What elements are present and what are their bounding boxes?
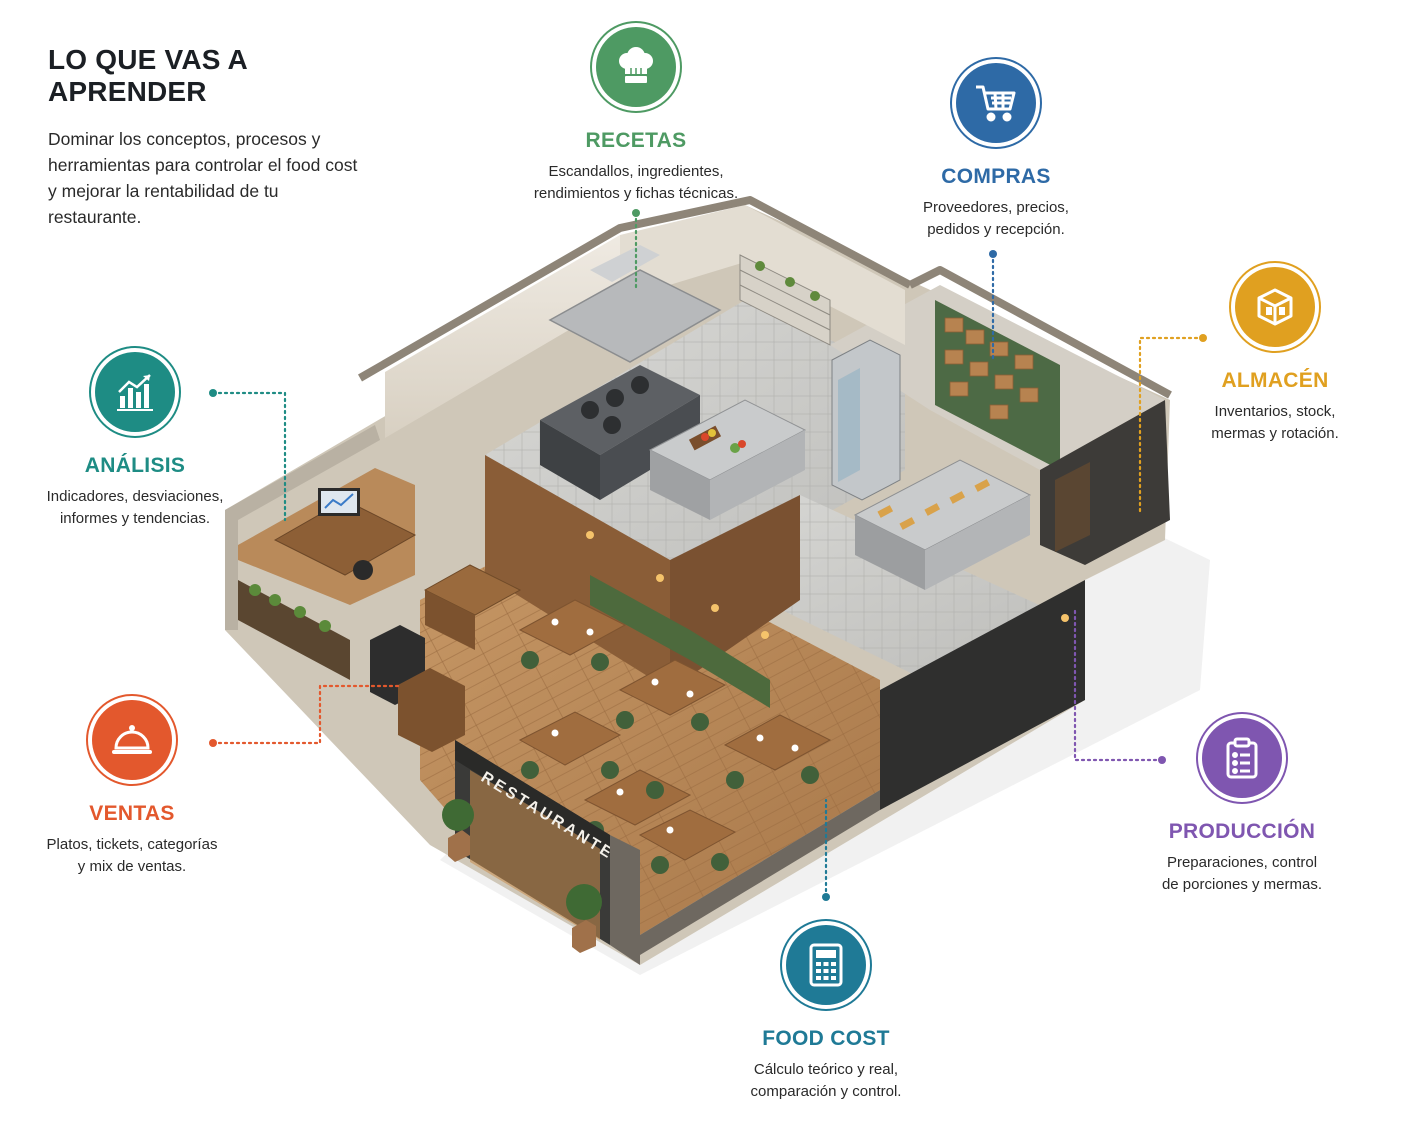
clipboard-icon bbox=[1202, 718, 1282, 798]
topic-title: ALMACÉN bbox=[1221, 369, 1329, 392]
banquette bbox=[590, 575, 690, 660]
topic-title: FOOD COST bbox=[762, 1027, 890, 1050]
page-title: LO QUE VAS A APRENDER bbox=[48, 44, 247, 107]
stove bbox=[540, 365, 700, 455]
kitchen-back-wall-left bbox=[385, 235, 620, 438]
chart-icon bbox=[95, 352, 175, 432]
box-icon bbox=[1235, 267, 1315, 347]
topic-analisis: ANÁLISIS Indicadores, desviaciones, info… bbox=[25, 352, 245, 530]
topic-recetas: RECETAS Escandallos, ingredientes, rendi… bbox=[516, 27, 756, 205]
dining-tables bbox=[518, 599, 832, 861]
dining-back-wall bbox=[485, 455, 670, 690]
topic-desc: Preparaciones, control de porciones y me… bbox=[1161, 854, 1323, 893]
shopping-cart-icon bbox=[956, 63, 1036, 143]
topic-desc: Proveedores, precios, pedidos y recepció… bbox=[923, 199, 1069, 238]
topic-desc: Platos, tickets, categorías y mix de ven… bbox=[46, 836, 218, 875]
topic-desc: Indicadores, desviaciones, informes y te… bbox=[46, 488, 224, 527]
topic-title: ANÁLISIS bbox=[84, 454, 186, 477]
storage-door bbox=[1055, 462, 1090, 552]
topic-produccion: PRODUCCIÓN Preparaciones, control de por… bbox=[1132, 718, 1352, 896]
topic-title: PRODUCCIÓN bbox=[1168, 820, 1316, 843]
intro-text: Dominar los conceptos, procesos y herram… bbox=[48, 129, 358, 227]
cloche-icon bbox=[92, 700, 172, 780]
chef-hat-icon bbox=[596, 27, 676, 107]
topic-ventas: VENTAS Platos, tickets, categorías y mix… bbox=[20, 700, 244, 878]
topic-desc: Escandallos, ingredientes, rendimientos … bbox=[533, 163, 739, 202]
topic-desc: Cálculo teórico y real, comparación y co… bbox=[750, 1061, 902, 1100]
intro-block: LO QUE VAS A APRENDER Dominar los concep… bbox=[48, 44, 368, 230]
planter-right bbox=[572, 920, 596, 953]
topic-almacen: ALMACÉN Inventarios, stock, mermas y rot… bbox=[1175, 267, 1375, 445]
topic-title: RECETAS bbox=[585, 129, 687, 152]
topic-title: COMPRAS bbox=[941, 165, 1051, 188]
topic-compras: COMPRAS Proveedores, precios, pedidos y … bbox=[876, 63, 1116, 241]
topic-title: VENTAS bbox=[89, 802, 175, 825]
extractor-hood bbox=[548, 269, 722, 363]
topic-desc: Inventarios, stock, mermas y rotación. bbox=[1211, 403, 1339, 442]
calculator-icon bbox=[786, 925, 866, 1005]
planter-left bbox=[448, 830, 470, 862]
topic-foodcost: FOOD COST Cálculo teórico y real, compar… bbox=[716, 925, 936, 1103]
production-front-wall bbox=[880, 580, 1085, 810]
office-wall bbox=[225, 425, 380, 630]
kitchen-back-wall-right bbox=[620, 205, 905, 345]
